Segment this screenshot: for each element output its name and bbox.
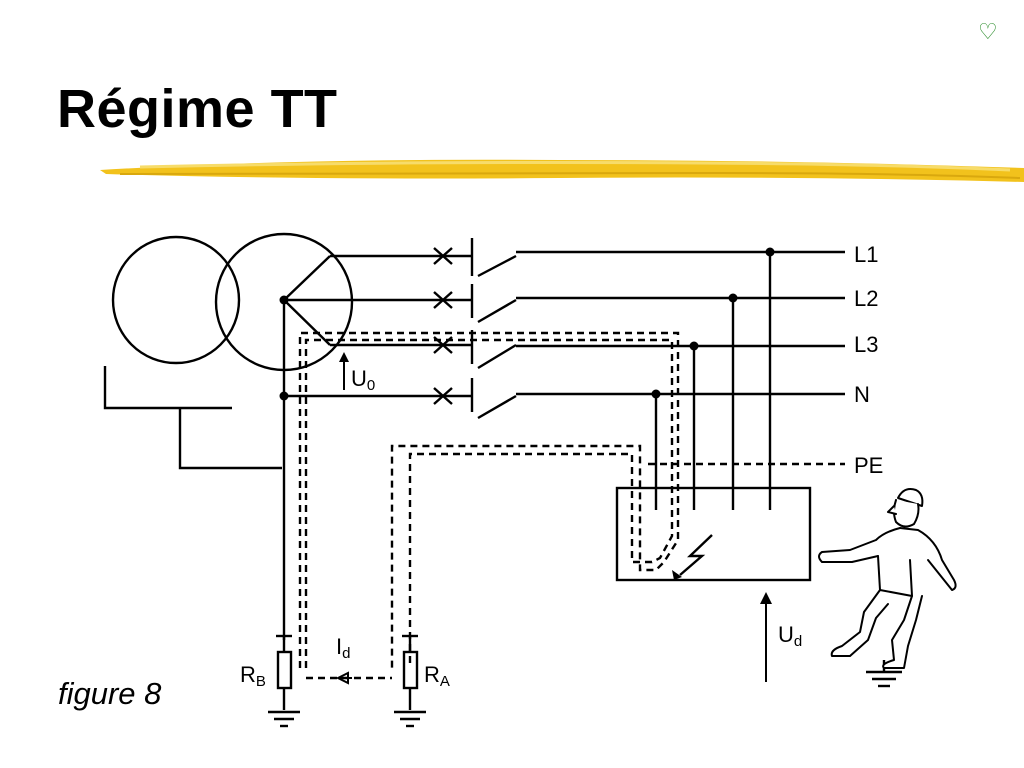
svg-text:RA: RA [424, 662, 450, 690]
underline-brush-dark [119, 171, 1021, 179]
label-id-sub: d [342, 645, 350, 662]
transformer [111, 232, 354, 372]
resistor-rb-symbol [276, 634, 293, 710]
fault-path-inner [304, 338, 674, 668]
earth-symbol-rb [268, 710, 300, 728]
node-l3 [689, 341, 699, 351]
transformer-primary-coil [111, 235, 241, 365]
label-ra: R [424, 662, 440, 687]
star-point-to-l3 [283, 299, 331, 346]
label-ra-sub: A [440, 673, 450, 690]
ud-arrow-head [760, 592, 772, 604]
label-rb-sub: B [256, 673, 266, 690]
svg-text:RB: RB [240, 662, 266, 690]
fault-path-outer [298, 331, 680, 668]
node-n [651, 389, 661, 399]
title-underline-brush [100, 159, 1024, 182]
label-l3: L3 [854, 332, 878, 357]
star-point-to-l1 [283, 255, 331, 301]
label-l2: L2 [854, 286, 878, 311]
label-rb: R [240, 662, 256, 687]
slide-title: Régime TT [57, 79, 338, 139]
svg-text:U0: U0 [351, 366, 375, 394]
switch-contacts [470, 238, 517, 420]
svg-text:Ud: Ud [778, 622, 802, 650]
lightning-bolt-icon [672, 534, 713, 580]
resistor-ra-symbol [402, 634, 419, 710]
neutral-node [279, 391, 289, 401]
heart-outline-icon: ♡ [978, 20, 998, 45]
svg-text:Id: Id [336, 634, 350, 662]
underline-brush-light [139, 161, 1011, 172]
u0-arrow-head [339, 352, 349, 362]
figure-caption: figure 8 [58, 676, 162, 711]
transformer-frame-lead-2 [178, 408, 282, 470]
label-l1: L1 [854, 242, 878, 267]
label-u0: U [351, 366, 367, 391]
label-u0-sub: 0 [367, 377, 375, 394]
label-n: N [854, 382, 870, 407]
breaker-crosses [433, 247, 453, 405]
current-arrow [335, 671, 352, 685]
label-pe: PE [854, 453, 883, 478]
equipment-enclosure [615, 486, 812, 582]
label-id: I [336, 634, 342, 659]
earth-symbol-ra [394, 710, 426, 728]
worker-figure-icon [818, 488, 957, 669]
label-ud-sub: d [794, 633, 802, 650]
node-l1 [765, 247, 775, 257]
transformer-frame-lead [103, 366, 232, 410]
label-ud: U [778, 622, 794, 647]
node-l2 [728, 293, 738, 303]
